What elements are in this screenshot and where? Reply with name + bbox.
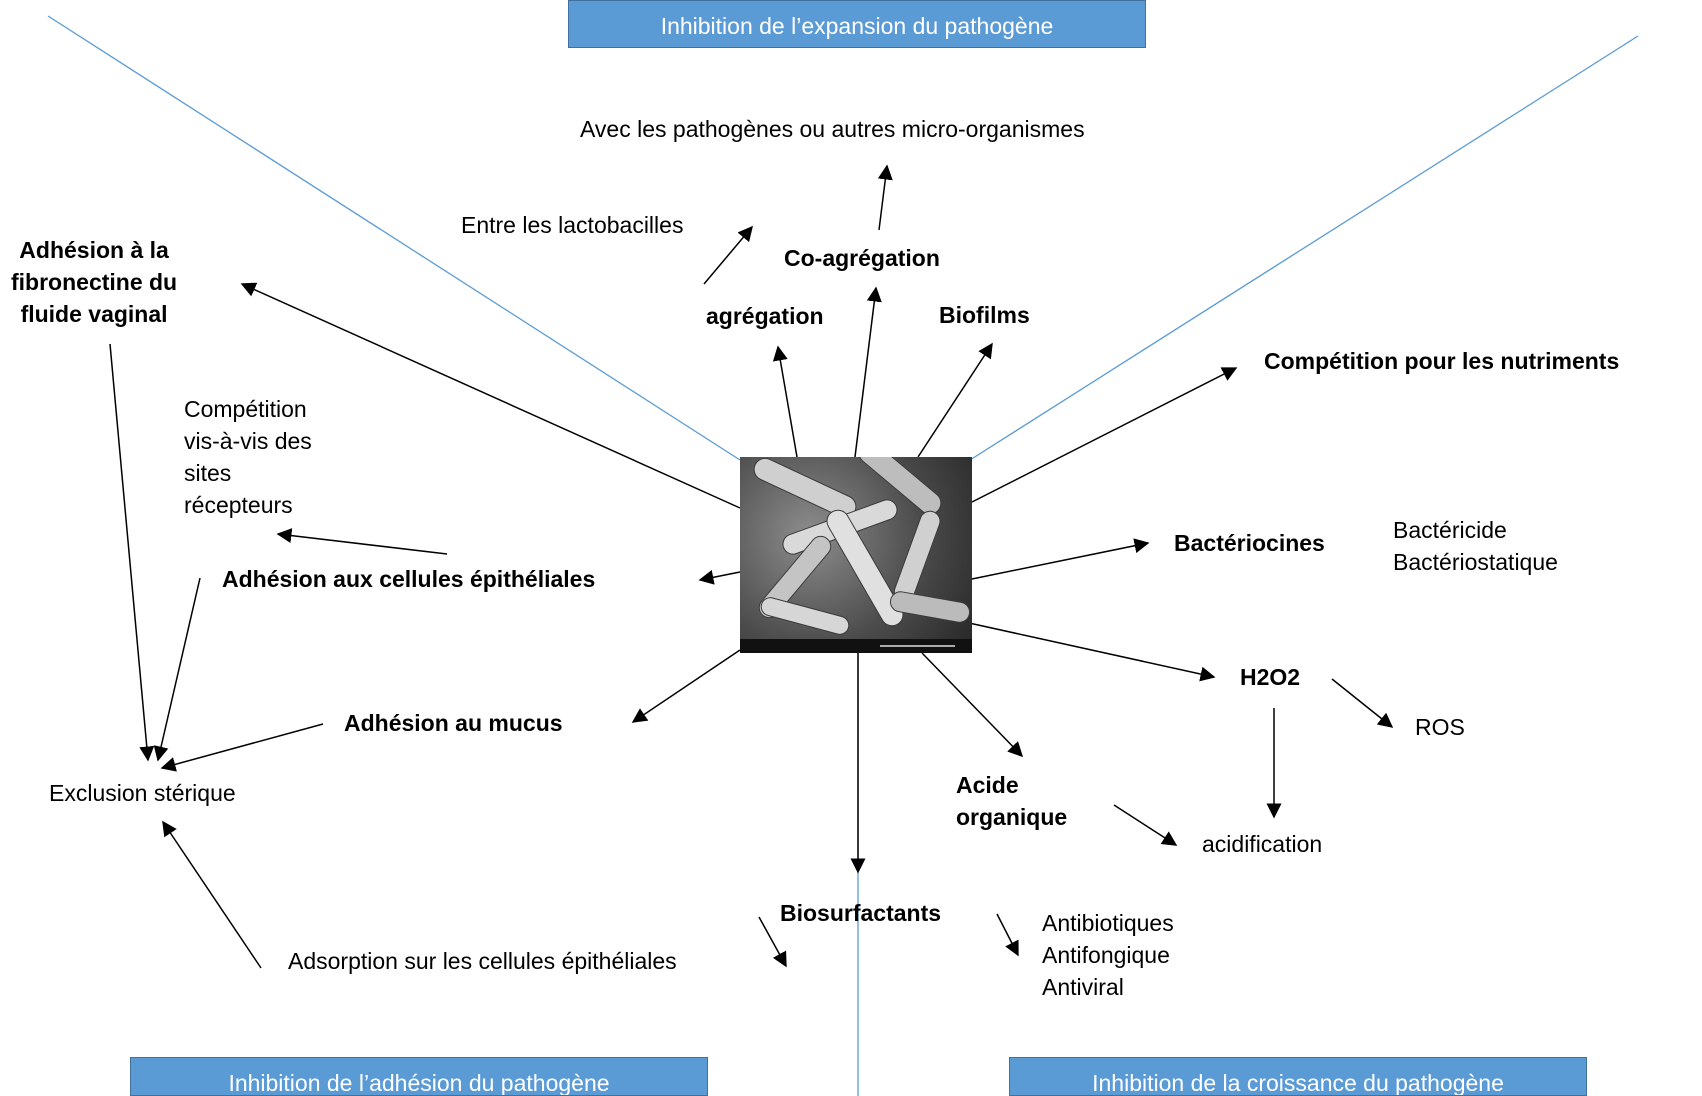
- label-adhesion-cellules: Adhésion aux cellules épithéliales: [222, 566, 596, 592]
- arrow-to-mucus: [631, 649, 741, 723]
- arrow-mucus-to-exclusion: [160, 723, 324, 772]
- arrow-biosurfactants-to-antibiotiques: [996, 913, 1019, 957]
- arrow-acide-to-acidification: [1113, 804, 1178, 846]
- arrow-biosurfactants-to-adsorption: [758, 916, 787, 968]
- label-ros: ROS: [1415, 714, 1465, 740]
- label-entre-lactobacilles: Entre les lactobacilles: [461, 212, 684, 238]
- label-avec-pathogenes: Avec les pathogènes ou autres micro-orga…: [580, 116, 1085, 142]
- arrow-to-adhesion-cellules: [698, 569, 741, 585]
- label-acide-organique: Acide organique: [956, 772, 1068, 830]
- lactobacilli-micrograph-image: [740, 457, 972, 653]
- banner-croissance: Inhibition de la croissance du pathogène: [1009, 1057, 1587, 1096]
- arrow-to-h2o2: [959, 620, 1216, 682]
- lactobacilli-micrograph-icon: [740, 457, 972, 653]
- label-bactericide: Bactéricide Bactériostatique: [1393, 517, 1558, 575]
- label-acidification: acidification: [1202, 831, 1323, 857]
- arrow-cellules-to-exclusion: [153, 577, 201, 762]
- arrow-to-biofilms: [917, 342, 993, 458]
- label-h2o2: H2O2: [1240, 664, 1301, 690]
- arrow-to-acide: [921, 652, 1024, 758]
- arrow-fibronectine-to-exclusion: [109, 343, 155, 762]
- label-biofilms: Biofilms: [939, 302, 1030, 328]
- arrow-to-bacteriocines: [971, 538, 1150, 580]
- arrow-adsorption-to-exclusion: [162, 820, 262, 969]
- label-co-agregation: Co-agrégation: [784, 245, 940, 271]
- banner-expansion: Inhibition de l’expansion du pathogène: [568, 0, 1146, 48]
- arrow-to-agregation: [772, 345, 798, 458]
- divider-line-right: [969, 35, 1639, 461]
- label-adhesion-mucus: Adhésion au mucus: [344, 710, 563, 736]
- divider-line-left: [47, 15, 741, 461]
- label-biosurfactants: Biosurfactants: [780, 900, 942, 926]
- label-competition-sites: Compétition vis-à-vis des sites récepteu…: [184, 396, 312, 518]
- label-competition-nutriments: Compétition pour les nutriments: [1264, 348, 1620, 374]
- label-adhesion-fibronectine: Adhésion à la fibronectine du fluide vag…: [11, 237, 178, 327]
- label-antibiotiques: Antibiotiques Antifongique Antiviral: [1042, 910, 1174, 1000]
- label-exclusion-sterique: Exclusion stérique: [49, 780, 236, 806]
- banner-adhesion: Inhibition de l’adhésion du pathogène: [130, 1057, 708, 1096]
- label-agregation: agrégation: [706, 303, 824, 329]
- arrow-agregation-to-entre: [703, 225, 753, 285]
- arrow-to-co-agregation: [854, 286, 882, 458]
- arrow-to-fibronectine: [240, 282, 741, 509]
- arrow-h2o2-to-ros: [1331, 678, 1394, 728]
- arrow-co-agregation-to-avec: [877, 164, 893, 231]
- label-bacteriocines: Bactériocines: [1174, 530, 1325, 556]
- label-adsorption: Adsorption sur les cellules épithéliales: [288, 948, 677, 974]
- arrow-to-competition-sites: [276, 528, 448, 555]
- arrow-to-nutriments: [971, 367, 1238, 503]
